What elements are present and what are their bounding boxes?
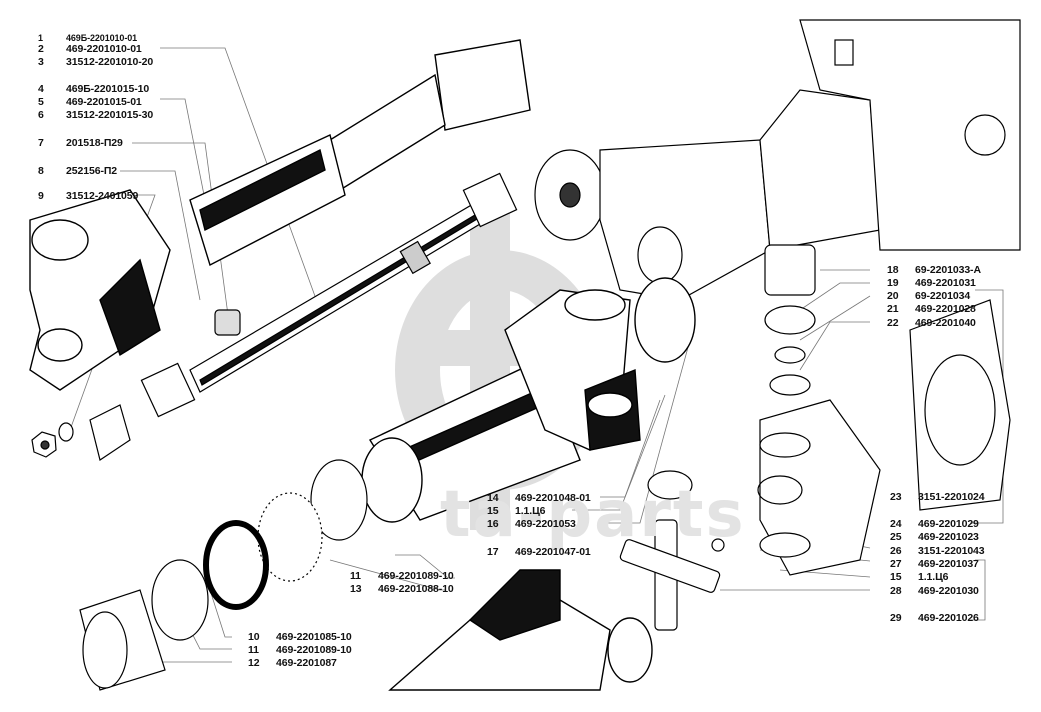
seal-rings (79, 459, 368, 691)
slip-yoke-shaft (29, 39, 531, 391)
propeller-shaft (140, 172, 518, 418)
leader-lines (69, 47, 1004, 663)
transfer-case (534, 19, 1021, 301)
watermark-text: ta-parts (440, 478, 746, 552)
cross-spider (619, 470, 725, 631)
bottom-yoke (388, 569, 653, 691)
flange-yoke (361, 277, 696, 523)
right-parts (757, 244, 1011, 576)
nut-and-washer (31, 404, 131, 461)
